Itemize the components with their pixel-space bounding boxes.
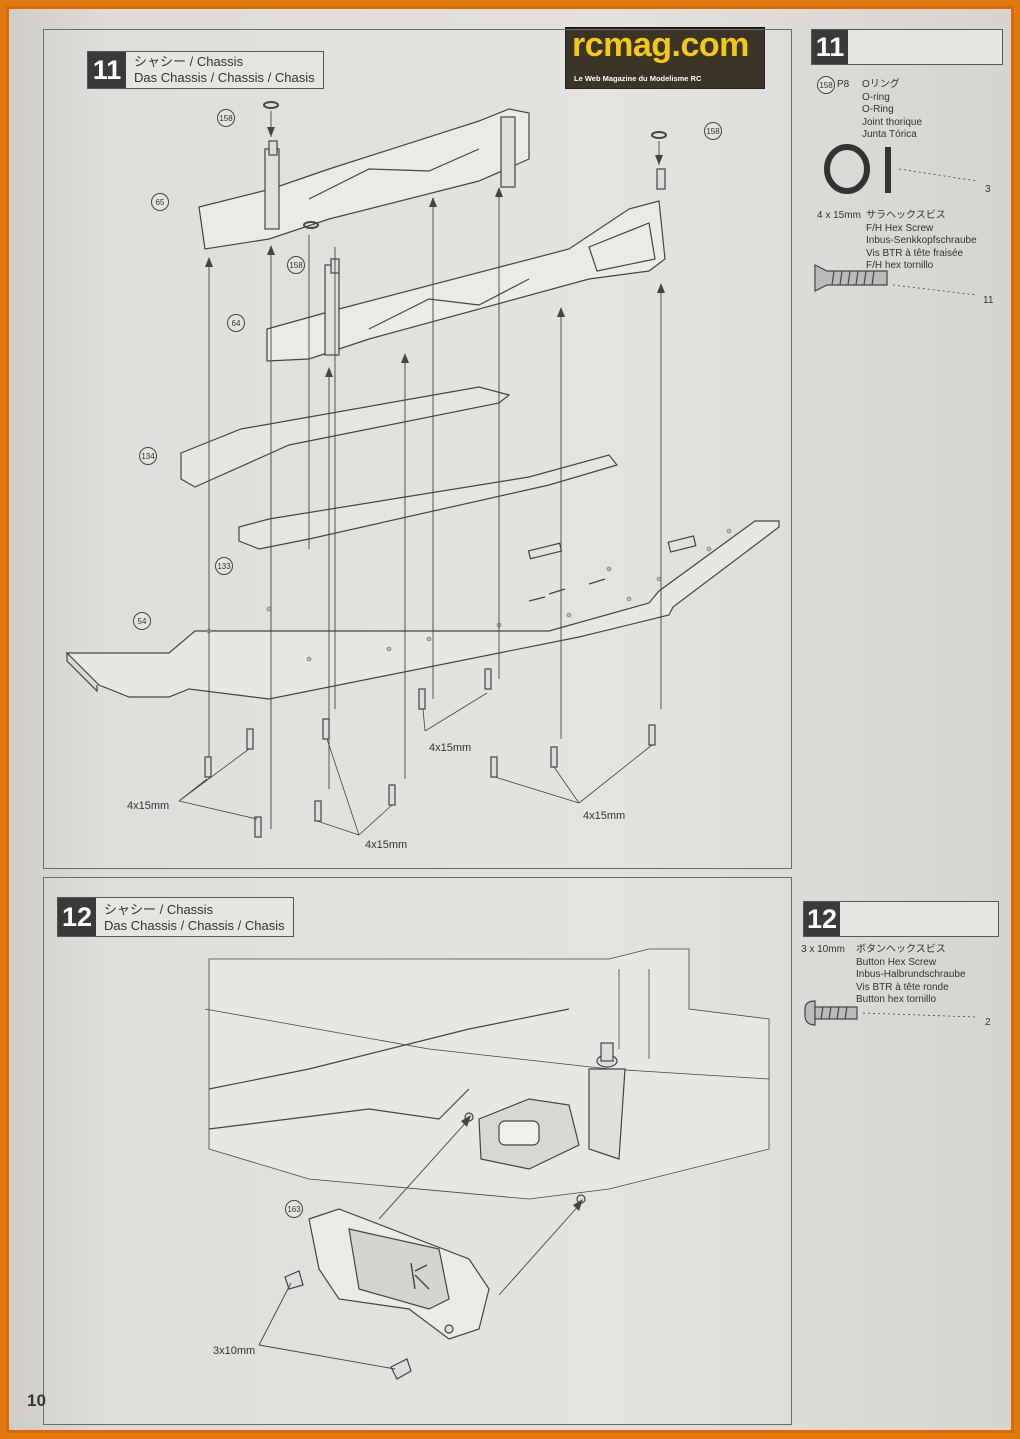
logo-tagline: Le Web Magazine du Modelisme RC xyxy=(574,74,702,83)
side11-oring-name-fr: Joint thorique xyxy=(862,116,923,128)
upper-arm-64 xyxy=(266,200,666,362)
callout-134: 134 xyxy=(139,447,157,465)
screw-label-4: 4x15mm xyxy=(583,810,626,822)
step12-title-line2: Das Chassis / Chassis / Chasis xyxy=(104,918,285,933)
side11-oring-names: Oリング O-ring O-Ring Joint thorique Junta … xyxy=(862,79,922,142)
side-rail-134 xyxy=(180,386,511,488)
side11-oring-name-jp: Oリング xyxy=(862,79,900,90)
assembly-drawings xyxy=(65,101,978,1380)
step12-number: 12 xyxy=(58,898,96,936)
floating-orings xyxy=(263,101,667,229)
side12-header: 12 xyxy=(803,901,999,937)
side11-number: 11 xyxy=(812,30,848,64)
step12-title: シャシー / Chassis Das Chassis / Chassis / C… xyxy=(96,898,293,936)
side11-oring-name-es: Junta Tórica xyxy=(862,129,917,140)
step12-header: 12 シャシー / Chassis Das Chassis / Chassis … xyxy=(57,897,294,937)
assembly-guide-lines xyxy=(208,111,662,829)
step11-title-line2: Das Chassis / Chassis / Chasis xyxy=(134,70,315,85)
oring-illustration xyxy=(824,144,978,194)
step11-title: シャシー / Chassis Das Chassis / Chassis / C… xyxy=(126,52,323,88)
guide-arrowheads xyxy=(205,127,665,377)
side11-header: 11 xyxy=(811,29,1003,65)
button-screw-illustration xyxy=(804,1000,976,1026)
callout-158-b: 158 xyxy=(704,122,722,140)
callout-64: 64 xyxy=(227,314,245,332)
side12-screw-size: 3 x 10mm xyxy=(801,944,845,955)
countersunk-screw-illustration xyxy=(814,264,978,296)
side11-screw-size: 4 x 15mm xyxy=(817,210,861,221)
step12-arrows xyxy=(258,1118,582,1370)
step12-title-line1: シャシー / Chassis xyxy=(104,902,214,917)
step12-chassis-detail xyxy=(204,948,770,1200)
side12-screw-name-fr: Vis BTR à tête ronde xyxy=(856,981,949,993)
step12-arrowheads xyxy=(461,1115,583,1211)
side12-screw-qty: 2 xyxy=(985,1017,991,1028)
step11-title-line1: シャシー / Chassis xyxy=(134,54,244,69)
callout-133: 133 xyxy=(215,557,233,575)
screw-label-2: 4x15mm xyxy=(429,742,472,754)
screw-label-1: 4x15mm xyxy=(127,800,170,812)
side11-screw-name-de: Inbus-Senkkopfschraube xyxy=(866,235,977,246)
side12-number: 12 xyxy=(804,902,840,936)
callout-158-a: 158 xyxy=(217,109,235,127)
side12-screw-name-en: Button Hex Screw xyxy=(856,956,937,968)
side11-oring-ref: 158 xyxy=(817,76,835,94)
side11-screw-names: サラヘックスビス F/H Hex Screw Inbus-Senkkopfsch… xyxy=(866,210,977,273)
side11-screw-name-es: F/H hex tornillo xyxy=(866,260,934,271)
side11-screw-name-jp: サラヘックスビス xyxy=(866,210,946,221)
side12-screw-names: ボタンヘックスビス Button Hex Screw Inbus-Halbrun… xyxy=(856,944,966,1007)
chassis-screws xyxy=(204,668,656,838)
callout-163: 163 xyxy=(285,1200,303,1218)
side11-oring-name-de: O-Ring xyxy=(862,104,894,115)
side11-oring-name-en: O-ring xyxy=(862,91,890,103)
screw-label-3: 4x15mm xyxy=(365,839,408,851)
step11-header: 11 シャシー / Chassis Das Chassis / Chassis … xyxy=(87,51,324,89)
upper-arm-65 xyxy=(198,108,530,250)
side11-screw-name-en: F/H Hex Screw xyxy=(866,222,934,234)
manual-page: rcmag.com Le Web Magazine du Modelisme R… xyxy=(9,9,1011,1430)
side12-screw-name-es: Button hex tornillo xyxy=(856,994,937,1005)
side11-screw-name-fr: Vis BTR à tête fraisée xyxy=(866,247,964,259)
side-rail-133 xyxy=(238,454,619,550)
step12-screw-label: 3x10mm xyxy=(213,1345,256,1357)
side12-screw-name-de: Inbus-Halbrundschraube xyxy=(856,969,966,980)
side11-oring-qty: 3 xyxy=(985,184,991,195)
chassis-plate xyxy=(65,520,780,700)
rcmag-logo: rcmag.com Le Web Magazine du Modelisme R… xyxy=(565,26,765,89)
screw-label-leaders xyxy=(178,692,653,836)
side12-screw-name-jp: ボタンヘックスビス xyxy=(856,944,946,955)
step11-number: 11 xyxy=(88,52,126,88)
page-number: 10 xyxy=(27,1391,46,1410)
side11-oring-size: P8 xyxy=(837,79,850,90)
logo-text: rcmag.com xyxy=(572,26,749,64)
callout-65: 65 xyxy=(151,193,169,211)
page-frame: rcmag.com Le Web Magazine du Modelisme R… xyxy=(6,6,1014,1433)
bumper-part-163 xyxy=(308,1208,490,1340)
side11-screw-qty: 11 xyxy=(983,295,994,306)
callout-54: 54 xyxy=(133,612,151,630)
callout-158-c: 158 xyxy=(287,256,305,274)
